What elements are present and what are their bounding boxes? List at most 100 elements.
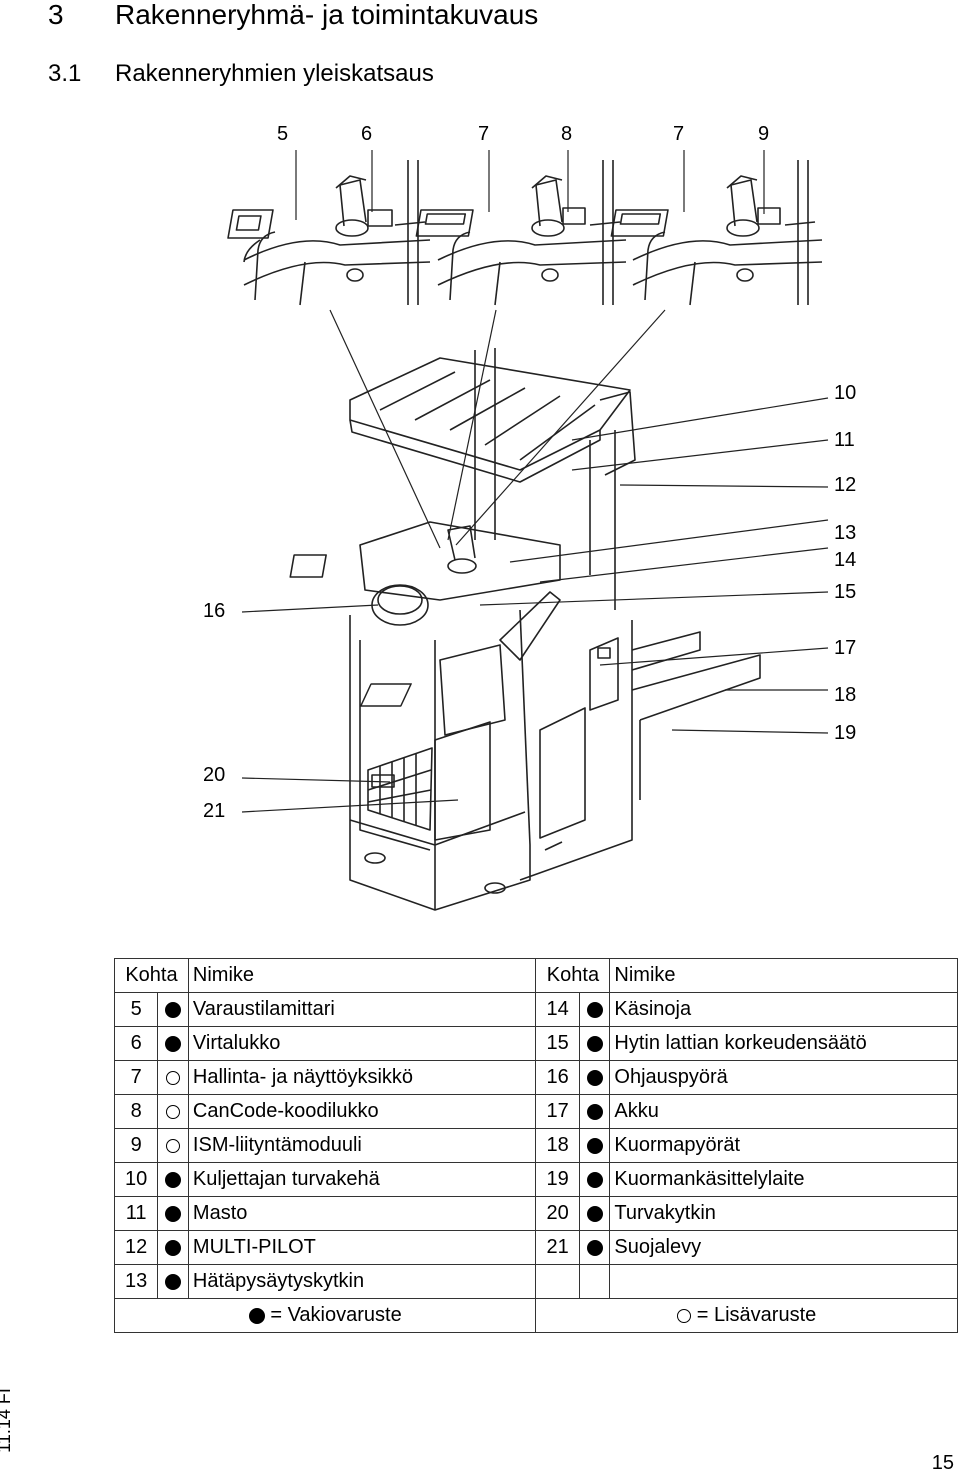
standard-dot-icon xyxy=(165,1001,182,1018)
equipment-mark xyxy=(578,1094,611,1129)
item-name: Akku xyxy=(609,1094,958,1129)
equipment-mark xyxy=(578,992,611,1027)
header-item-left: Kohta xyxy=(114,958,189,993)
item-number: 17 xyxy=(535,1094,580,1129)
item-name: Hytin lattian korkeudensäätö xyxy=(609,1026,958,1061)
callout-7b: 7 xyxy=(673,123,684,145)
header-name-right: Nimike xyxy=(609,958,958,993)
equipment-mark xyxy=(578,1026,611,1061)
item-number: 5 xyxy=(113,992,159,1027)
item-name: Suojalevy xyxy=(609,1230,958,1265)
legend-row: = Vakiovaruste = Lisävaruste xyxy=(113,1298,958,1333)
callout-14: 14 xyxy=(834,549,856,571)
callout-20: 20 xyxy=(203,764,225,786)
equipment-mark xyxy=(578,1128,611,1163)
edition-sidebar: 11.14 FI xyxy=(0,1380,24,1460)
item-number: 6 xyxy=(113,1026,159,1061)
standard-dot-icon xyxy=(165,1035,182,1052)
equipment-mark xyxy=(578,1230,611,1265)
item-number: 10 xyxy=(113,1162,159,1197)
optional-ring-icon xyxy=(677,1308,692,1323)
item-number: 11 xyxy=(113,1196,159,1231)
equipment-mark xyxy=(157,1196,189,1231)
item-name: Hallinta- ja näyttöyksikkö xyxy=(187,1060,537,1095)
side-leaders xyxy=(241,397,829,813)
callout-5: 5 xyxy=(277,123,288,145)
item-number: 21 xyxy=(535,1230,580,1265)
item-number: 7 xyxy=(113,1060,159,1095)
item-number: 9 xyxy=(113,1128,159,1163)
detail-panel-3 xyxy=(610,160,823,306)
standard-dot-icon xyxy=(165,1171,182,1188)
callout-18: 18 xyxy=(834,684,856,706)
header-name-left: Nimike xyxy=(187,958,537,993)
standard-dot-icon xyxy=(165,1239,182,1256)
item-name: Masto xyxy=(187,1196,537,1231)
table-row: 13 Hätäpysäytyskytkin xyxy=(113,1264,958,1299)
item-number: 18 xyxy=(535,1128,580,1163)
equipment-mark xyxy=(157,1162,189,1197)
legend-optional: = Lisävaruste xyxy=(535,1298,958,1333)
detail-panel-2 xyxy=(415,160,627,306)
standard-dot-icon xyxy=(165,1273,182,1290)
callout-8: 8 xyxy=(561,123,572,145)
callout-11: 11 xyxy=(834,429,855,451)
callout-9: 9 xyxy=(758,123,769,145)
section-number: 3.1 xyxy=(48,60,82,87)
callout-6: 6 xyxy=(361,123,372,145)
optional-ring-icon xyxy=(166,1138,181,1153)
callout-7a: 7 xyxy=(478,123,489,145)
item-number: 8 xyxy=(113,1094,159,1129)
equipment-mark xyxy=(157,1128,189,1163)
standard-dot-icon xyxy=(586,1069,603,1086)
standard-dot-icon xyxy=(586,1171,603,1188)
optional-ring-icon xyxy=(166,1070,181,1085)
item-number: 19 xyxy=(535,1162,580,1197)
equipment-mark xyxy=(157,1060,189,1095)
legend-optional-text: = Lisävaruste xyxy=(696,1304,817,1326)
item-number xyxy=(535,1264,580,1299)
item-name: Käsinoja xyxy=(609,992,958,1027)
standard-dot-icon xyxy=(248,1307,265,1324)
item-number: 13 xyxy=(113,1264,159,1299)
callout-21: 21 xyxy=(203,800,225,822)
standard-dot-icon xyxy=(586,1239,603,1256)
item-number: 20 xyxy=(535,1196,580,1231)
optional-ring-icon xyxy=(166,1104,181,1119)
standard-dot-icon xyxy=(586,1001,603,1018)
item-name: Varaustilamittari xyxy=(187,992,537,1027)
item-name: Ohjauspyörä xyxy=(609,1060,958,1095)
equipment-mark xyxy=(157,1026,189,1061)
equipment-mark xyxy=(157,1264,189,1299)
item-name: Kuormapyörät xyxy=(609,1128,958,1163)
equipment-mark xyxy=(157,992,189,1027)
equipment-mark xyxy=(578,1264,611,1299)
item-name: Hätäpysäytyskytkin xyxy=(187,1264,537,1299)
table-header-row: Kohta Nimike Kohta Nimike xyxy=(114,958,958,993)
item-name: MULTI-PILOT xyxy=(187,1230,537,1265)
item-number: 12 xyxy=(113,1230,159,1265)
equipment-mark xyxy=(578,1196,611,1231)
standard-dot-icon xyxy=(586,1137,603,1154)
equipment-mark xyxy=(157,1094,189,1129)
item-number: 14 xyxy=(535,992,580,1027)
item-name: Kuljettajan turvakehä xyxy=(187,1162,537,1197)
callout-labels: 5 6 7 8 7 9 10 11 12 13 14 15 17 18 19 1… xyxy=(203,123,856,822)
standard-dot-icon xyxy=(586,1205,603,1222)
standard-dot-icon xyxy=(165,1205,182,1222)
item-name: Turvakytkin xyxy=(609,1196,958,1231)
equipment-mark xyxy=(578,1162,611,1197)
item-name: Virtalukko xyxy=(187,1026,537,1061)
equipment-mark xyxy=(578,1060,611,1095)
page-number: 15 xyxy=(931,1452,954,1474)
callout-10: 10 xyxy=(834,382,856,404)
truck-drawing xyxy=(289,348,761,911)
callout-19: 19 xyxy=(834,722,856,744)
